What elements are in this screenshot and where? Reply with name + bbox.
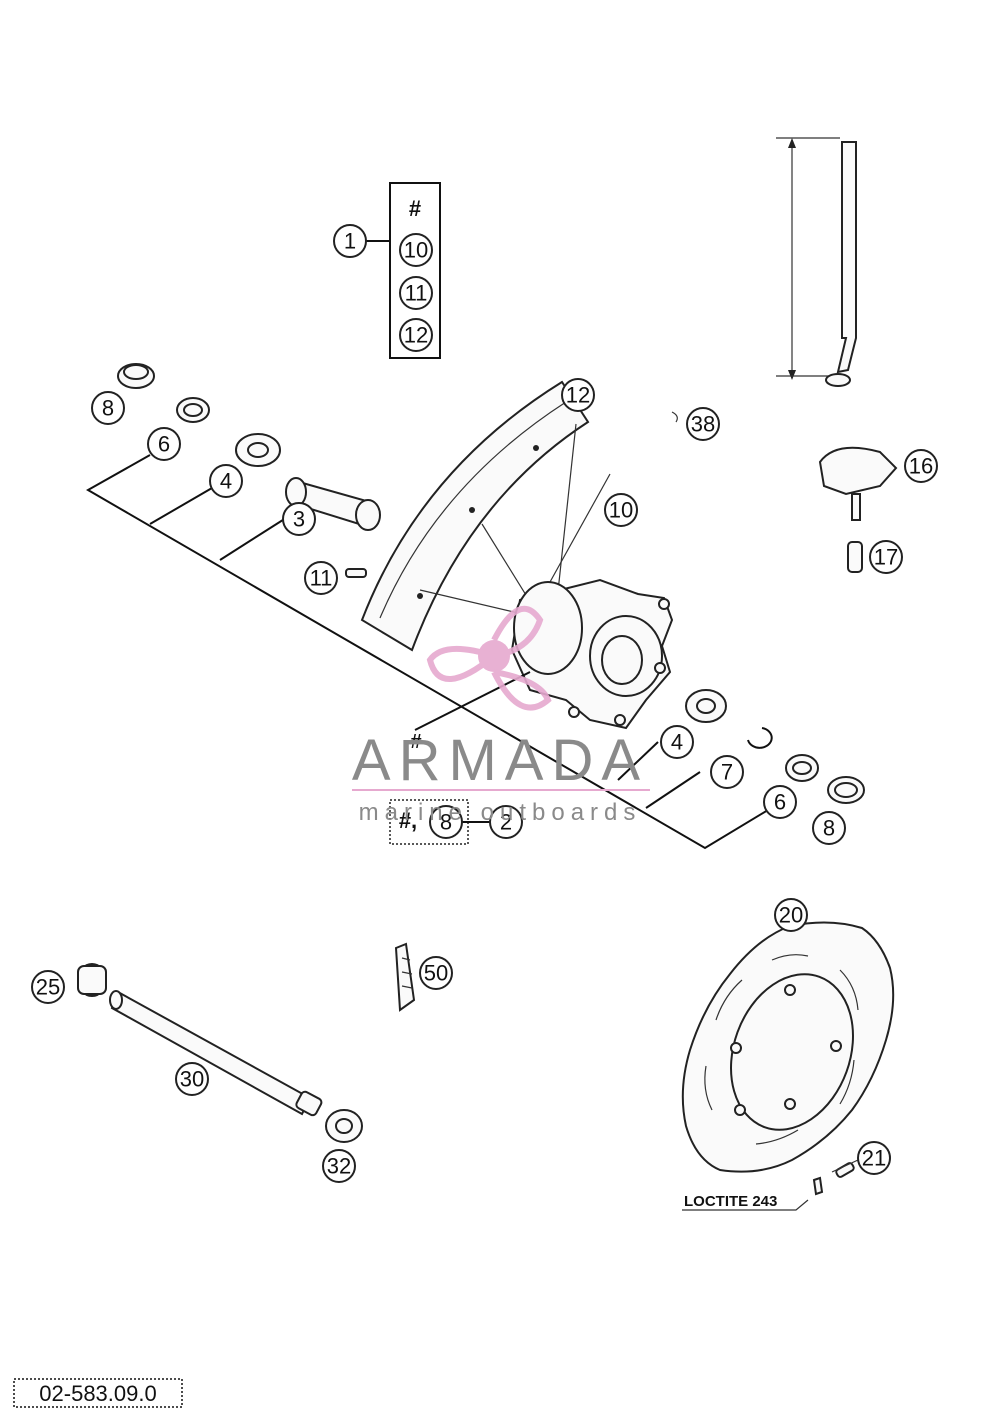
spacer-bushing-8-right [827,776,865,804]
svg-text:21: 21 [862,1146,886,1171]
kit-hash: # [409,196,421,221]
callout-4-right: 4 [660,725,694,759]
nipple-11 [345,568,367,578]
hub-hash: # [410,731,421,753]
callout-10-kit: 10 [399,233,433,267]
wheel-hub [510,578,674,730]
seal-ring-6-left [176,397,210,423]
svg-text:10: 10 [404,238,428,263]
axle-clamp-32 [325,1109,363,1143]
bearing-4-left [235,433,281,467]
axle-nut-25 [77,963,107,997]
callout-8-right: 8 [812,811,846,845]
callout-16: 16 [904,449,938,483]
bearing-4-right [685,689,727,723]
seal-ring-6-right [785,754,819,782]
svg-text:4: 4 [671,730,683,755]
svg-text:17: 17 [874,545,898,570]
callout-12-rim: 12 [561,378,595,412]
rim-lock-16 [818,446,898,521]
spacer-tube-3 [285,477,381,531]
spoke-drawing [776,137,857,387]
svg-text:10: 10 [609,498,633,523]
svg-text:30: 30 [180,1067,204,1092]
grease-tube-50 [394,942,416,1012]
callout-6-left: 6 [147,427,181,461]
svg-text:8: 8 [823,816,835,841]
svg-text:12: 12 [404,323,428,348]
callout-17: 17 [869,540,903,574]
screw-21 [812,1162,855,1196]
circlip-7 [747,727,773,749]
clip-38-drawing [671,411,678,423]
callout-4-left: 4 [209,464,243,498]
svg-text:3: 3 [293,507,305,532]
callout-11-nipple: 11 [304,561,338,595]
svg-text:50: 50 [424,961,448,986]
callout-1: 1 [333,224,367,258]
svg-text:38: 38 [691,412,715,437]
svg-text:8: 8 [440,810,452,835]
callout-10-spoke: 10 [604,493,638,527]
watermark-tagline: marine outboards [359,799,642,826]
loctite-label: LOCTITE 243 [684,1193,777,1210]
callout-3: 3 [282,502,316,536]
svg-text:16: 16 [909,454,933,479]
svg-text:25: 25 [36,975,60,1000]
watermark-brand: ARMADA [352,728,648,793]
brake-disc-20 [681,921,895,1173]
wheel-rim [360,380,590,652]
callout-30: 30 [175,1062,209,1096]
callout-25: 25 [31,970,65,1004]
svg-text:4: 4 [220,469,232,494]
callout-6-right: 6 [763,785,797,819]
svg-text:6: 6 [774,790,786,815]
drawing-number: 02-583.09.0 [39,1381,156,1406]
svg-text:11: 11 [405,281,428,306]
callout-8-left: 8 [91,391,125,425]
callout-2: 2 [489,805,523,839]
callout-32: 32 [322,1149,356,1183]
svg-text:20: 20 [779,903,803,928]
svg-text:11: 11 [310,566,333,591]
axle-30 [109,990,323,1117]
callout-20: 20 [774,898,808,932]
callout-12-kit: 12 [399,318,433,352]
svg-text:6: 6 [158,432,170,457]
callout-8-hash-box: 8 [429,805,463,839]
callout-21: 21 [857,1141,891,1175]
callout-50: 50 [419,956,453,990]
callout-38: 38 [686,407,720,441]
svg-text:8: 8 [102,396,114,421]
watermark-logo [426,605,552,711]
callout-11-kit: 11 [399,276,433,310]
callout-7: 7 [710,755,744,789]
svg-text:7: 7 [721,760,733,785]
svg-text:1: 1 [344,229,356,254]
svg-text:32: 32 [327,1154,351,1179]
svg-text:12: 12 [566,383,590,408]
spacer-bushing-8-left [117,363,155,389]
drawing-number-box [13,1378,183,1408]
hash-box-label: #, [399,808,417,833]
nut-17 [847,541,863,573]
svg-text:2: 2 [500,810,512,835]
